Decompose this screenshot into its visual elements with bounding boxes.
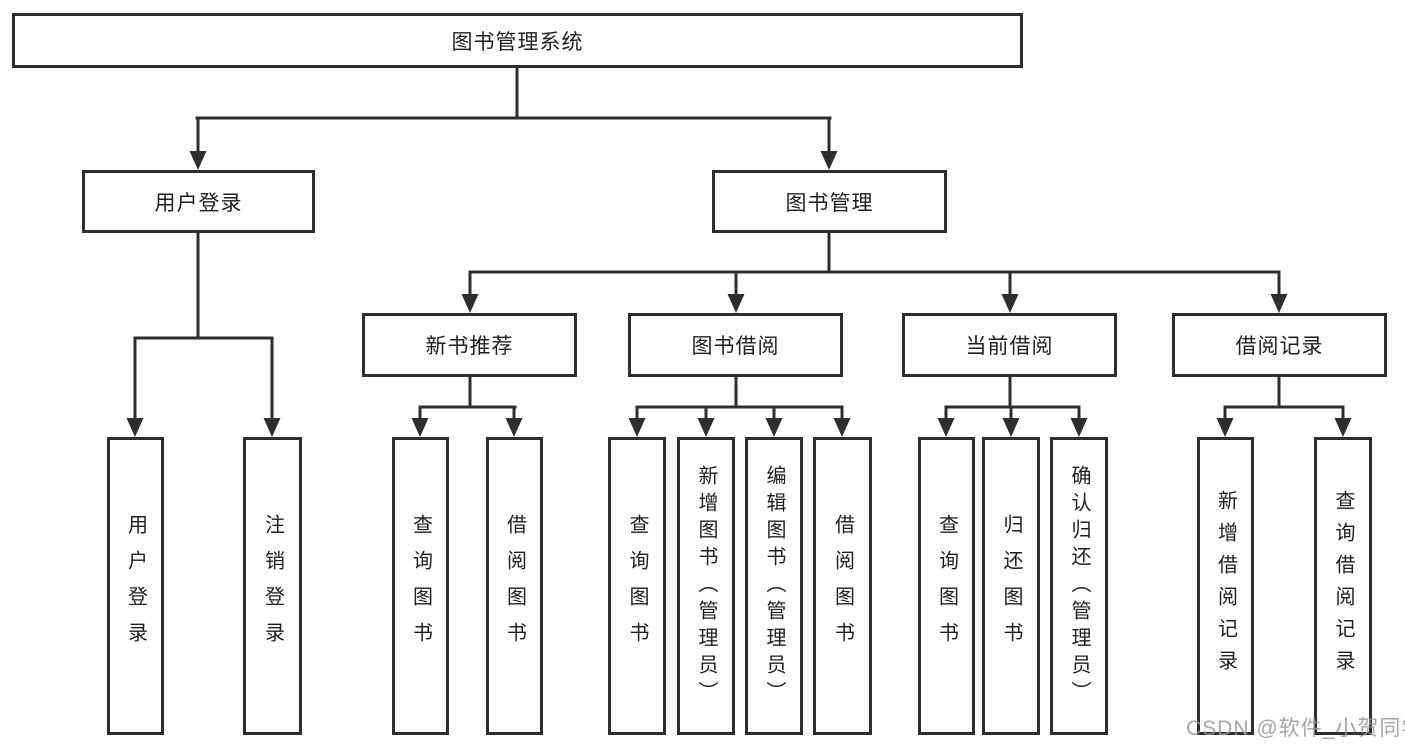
node-label: 归还图书 [1000, 514, 1022, 658]
node-leaf-query-books-recommend: 查询图书 [392, 437, 449, 735]
node-leaf-edit-book-admin: 编辑图书（管理员） [745, 437, 803, 735]
node-library-management-system: 图书管理系统 [12, 13, 1023, 68]
node-label: 借阅记录 [1235, 335, 1324, 358]
node-leaf-logout: 注销登录 [243, 437, 302, 735]
node-leaf-add-book-admin: 新增图书（管理员） [677, 437, 735, 735]
node-label: 借阅图书 [503, 514, 526, 658]
csdn-watermark: CSDN @软件_小贺同学 [1186, 717, 1405, 740]
node-label: 图书借阅 [691, 335, 780, 358]
node-leaf-confirm-return-admin: 确认归还（管理员） [1050, 437, 1108, 735]
node-new-book-recommend: 新书推荐 [362, 313, 577, 377]
node-label: 新书推荐 [425, 335, 514, 358]
node-user-login: 用户登录 [82, 170, 315, 233]
node-label: 新增借阅记录 [1214, 490, 1237, 682]
arrowheads [126, 151, 1352, 437]
node-label: 确认归还（管理员） [1068, 464, 1090, 708]
node-label: 用户登录 [154, 191, 243, 215]
node-leaf-query-books-borrow: 查询图书 [608, 437, 666, 735]
node-book-management: 图书管理 [712, 170, 947, 233]
node-current-borrowing: 当前借阅 [902, 313, 1117, 377]
node-label: 注销登录 [261, 514, 284, 658]
connector-paths [133, 66, 1345, 424]
node-leaf-query-books-current: 查询图书 [918, 437, 975, 735]
node-label: 查询图书 [626, 514, 648, 658]
node-label: 图书管理 [785, 191, 874, 215]
node-label: 图书管理系统 [451, 30, 584, 54]
node-label: 查询借阅记录 [1332, 490, 1354, 682]
node-leaf-user-login: 用户登录 [107, 437, 164, 735]
node-label: 借阅图书 [831, 514, 854, 658]
node-label: 编辑图书（管理员） [763, 464, 785, 708]
node-leaf-borrow-books-recommend: 借阅图书 [486, 437, 543, 735]
node-leaf-add-borrow-record: 新增借阅记录 [1197, 437, 1254, 735]
node-label: 新增图书（管理员） [695, 464, 717, 708]
node-leaf-return-books: 归还图书 [982, 437, 1040, 735]
node-label: 当前借阅 [965, 335, 1054, 358]
node-leaf-borrow-books: 借阅图书 [813, 437, 872, 735]
node-label: 用户登录 [124, 514, 147, 658]
node-book-borrowing: 图书借阅 [628, 313, 843, 377]
node-leaf-query-borrow-record: 查询借阅记录 [1314, 437, 1372, 735]
node-label: 查询图书 [935, 514, 958, 658]
node-borrowing-records: 借阅记录 [1172, 313, 1387, 377]
node-label: 查询图书 [409, 514, 432, 658]
